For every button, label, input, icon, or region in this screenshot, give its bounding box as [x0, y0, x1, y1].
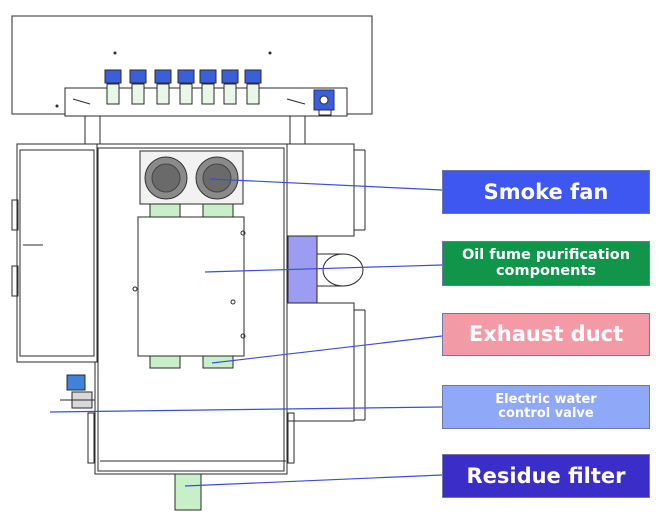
pointer-valve	[49, 406, 443, 413]
pointer-smoke	[209, 178, 443, 191]
water-valve	[66, 374, 86, 391]
valve-row	[104, 69, 262, 105]
label-residue-filter: Residue filter	[442, 454, 650, 498]
left-door	[16, 143, 98, 363]
residue-filter-pipe	[174, 473, 202, 511]
purifier-box	[137, 216, 245, 357]
label-exhaust-duct: Exhaust duct	[442, 313, 650, 356]
pointer-residue	[184, 474, 443, 487]
label-smoke-fan: Smoke fan	[442, 170, 650, 214]
pointer-oil	[204, 264, 443, 273]
label-electric-water-control-valve: Electric water control valve	[442, 385, 650, 429]
pointer-exhaust	[211, 335, 443, 364]
label-oil-fume-purification: Oil fume purification components	[442, 241, 650, 286]
